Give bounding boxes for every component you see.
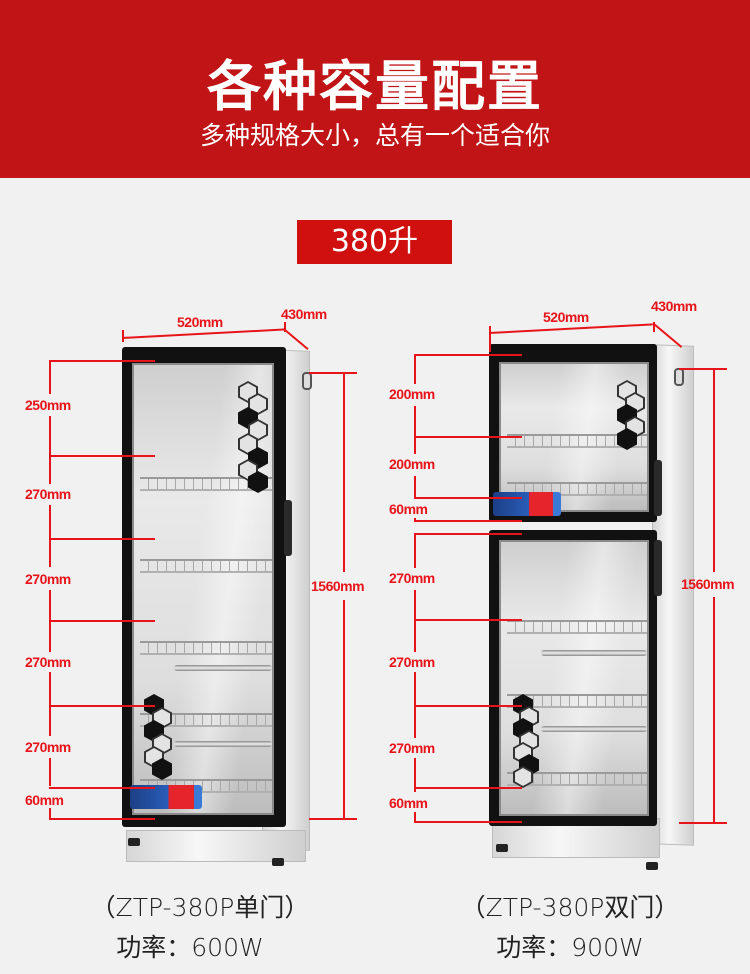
single-depth-label: 430mm bbox=[281, 306, 327, 322]
double-spacing-7: 60mm bbox=[389, 795, 428, 811]
single-spacing-4: 270mm bbox=[25, 654, 71, 670]
single-height-label: 1560mm bbox=[311, 578, 365, 594]
capacity-badge: 380升 bbox=[297, 220, 452, 264]
double-spacing-2: 200mm bbox=[389, 456, 435, 472]
double-spacing-3: 60mm bbox=[389, 501, 428, 517]
double-width-label: 520mm bbox=[543, 309, 589, 325]
control-knob-icon bbox=[302, 372, 312, 390]
double-spacing-1: 200mm bbox=[389, 386, 435, 402]
double-spacing-4: 270mm bbox=[389, 570, 435, 586]
single-spacing-2: 270mm bbox=[25, 486, 71, 502]
double-depth-label: 430mm bbox=[651, 298, 697, 314]
product-sticker bbox=[493, 492, 561, 516]
double-model-label: （ZTP-380P双门） bbox=[460, 893, 680, 922]
double-spacing-6: 270mm bbox=[389, 740, 435, 756]
double-height-label: 1560mm bbox=[681, 576, 735, 592]
product-sticker bbox=[130, 785, 202, 809]
double-spacing-5: 270mm bbox=[389, 654, 435, 670]
banner-title: 各种容量配置 bbox=[207, 55, 543, 118]
single-power-label: 功率：600W bbox=[116, 933, 264, 962]
single-spacing-3: 270mm bbox=[25, 571, 71, 587]
header-banner: 各种容量配置 多种规格大小，总有一个适合你 bbox=[0, 0, 750, 178]
single-spacing-1: 250mm bbox=[25, 397, 71, 413]
single-spacing-5: 270mm bbox=[25, 739, 71, 755]
single-model-label: （ZTP-380P单门） bbox=[90, 893, 310, 922]
single-spacing-6: 60mm bbox=[25, 792, 64, 808]
double-power-label: 功率：900W bbox=[496, 933, 644, 962]
banner-subtitle: 多种规格大小，总有一个适合你 bbox=[199, 121, 550, 150]
single-width-label: 520mm bbox=[177, 314, 223, 330]
control-knob-icon bbox=[674, 368, 684, 386]
